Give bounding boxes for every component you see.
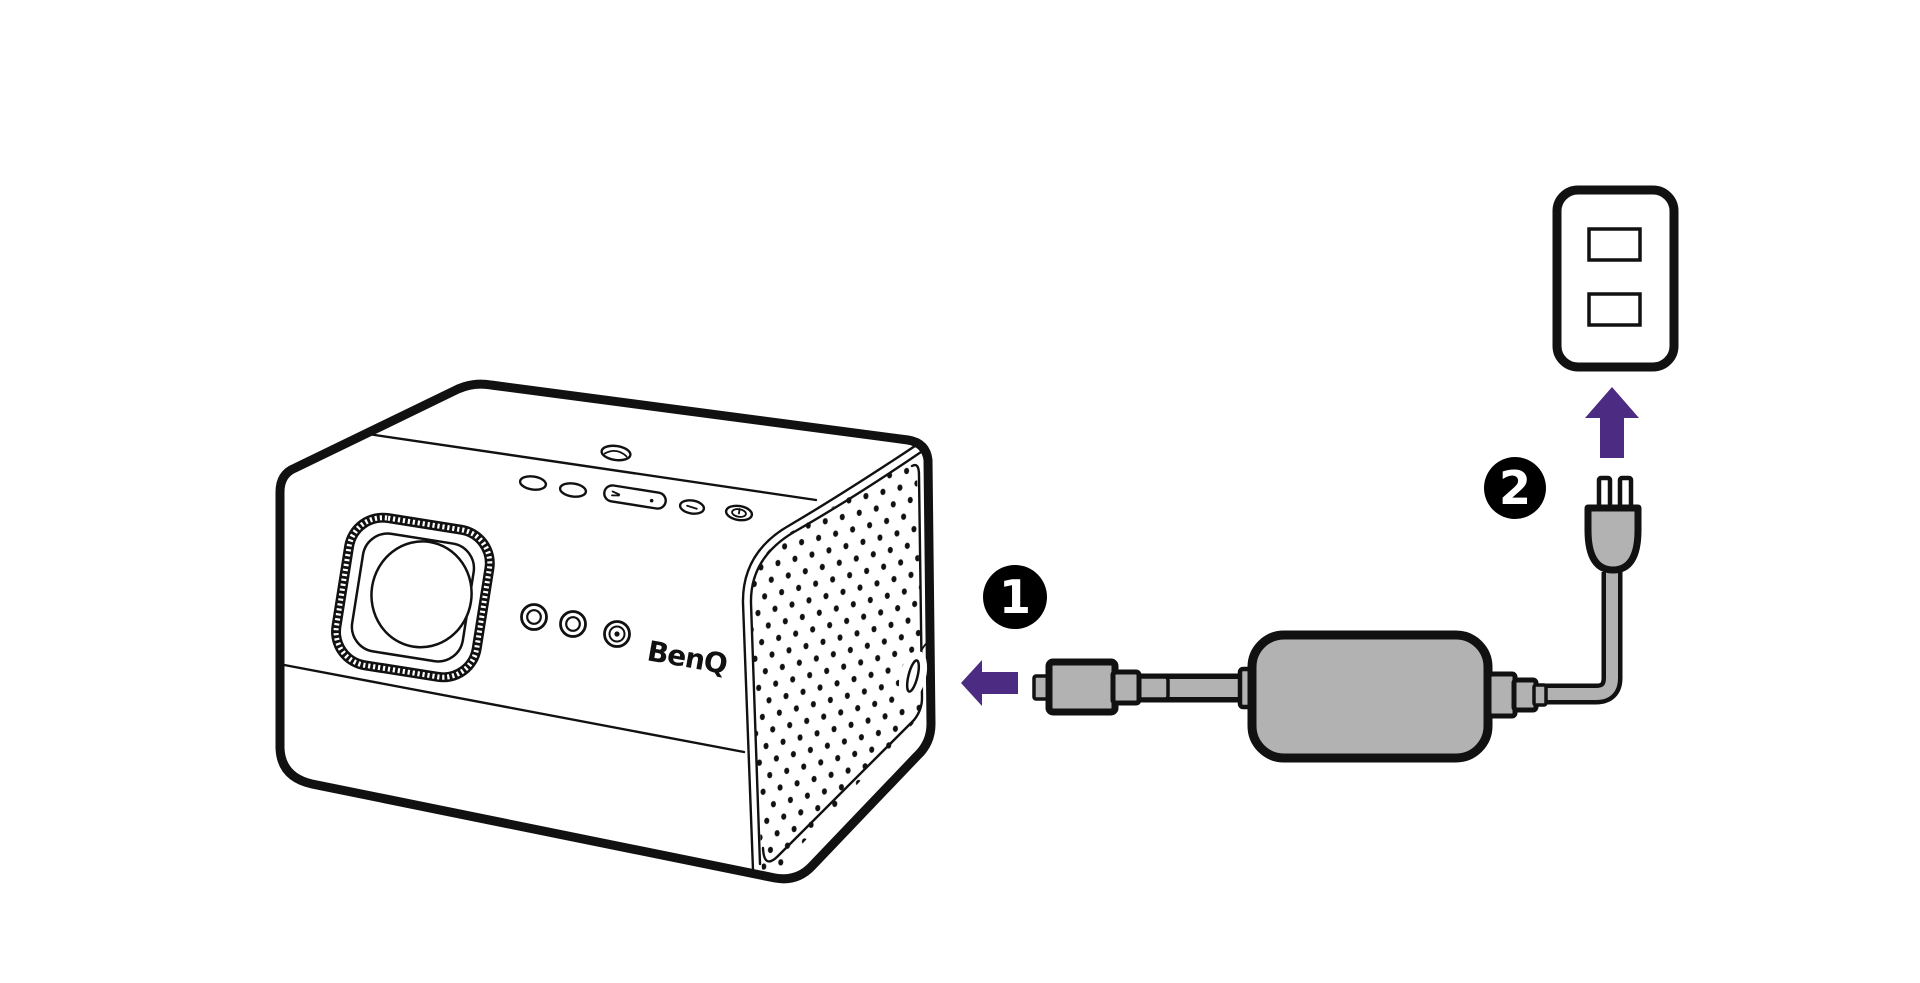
projector-illustration: BenQ <box>275 379 936 884</box>
lens <box>331 512 495 683</box>
adapter-cord-connector <box>1486 671 1548 719</box>
outlet-plate <box>1552 185 1679 372</box>
front-seam <box>277 662 746 754</box>
top-front-edge <box>366 432 818 502</box>
front-circle-3 <box>603 620 631 648</box>
side-corner-edge-outer <box>741 440 923 872</box>
dc-plug-boot <box>1110 669 1142 706</box>
lens-bezel-knurl <box>333 515 493 680</box>
front-sensors <box>520 603 631 648</box>
power-adapter-assembly <box>1032 475 1642 763</box>
step-2-badge: 2 <box>1484 457 1546 519</box>
plug-body <box>1584 504 1642 574</box>
function-button <box>678 499 706 515</box>
step-1-badge: 1 <box>983 565 1047 629</box>
focus-dial <box>600 444 632 462</box>
front-circle-1 <box>520 603 548 631</box>
dc-power-port <box>898 641 929 702</box>
indicator-light-1 <box>518 475 548 491</box>
step-2-number: 2 <box>1499 461 1531 515</box>
indicator-light-2 <box>558 482 588 498</box>
dc-plug-body <box>1045 658 1119 716</box>
control-buttons <box>518 444 754 522</box>
wall-outlet <box>1552 185 1679 372</box>
arrow-left-icon <box>961 660 1018 706</box>
dc-cable <box>1122 666 1259 710</box>
grille-right-edge <box>910 463 924 722</box>
outlet-slot-top <box>1587 227 1642 262</box>
lens-glass <box>370 540 473 649</box>
ac-plug <box>1584 475 1642 574</box>
step-1-number: 1 <box>999 570 1031 624</box>
grille-bottom-edge <box>761 718 916 863</box>
ac-power-cord <box>1540 572 1623 705</box>
volume-rocker <box>603 484 667 510</box>
dc-power-plug <box>1032 658 1142 716</box>
power-adapter-brick <box>1247 630 1493 763</box>
outlet-slot-bottom <box>1587 292 1642 327</box>
front-circle-2 <box>559 610 587 638</box>
power-button <box>724 504 754 522</box>
arrow-up-icon <box>1585 387 1639 458</box>
